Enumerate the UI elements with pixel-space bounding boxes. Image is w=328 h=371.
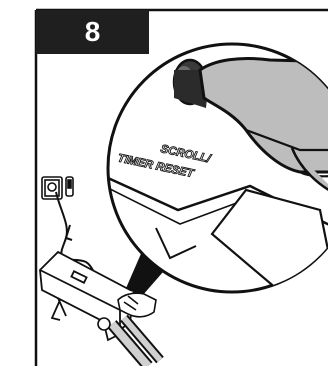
output-cable [98,318,160,366]
step-number: 8 [36,10,149,54]
step-badge: 8 [36,10,149,54]
